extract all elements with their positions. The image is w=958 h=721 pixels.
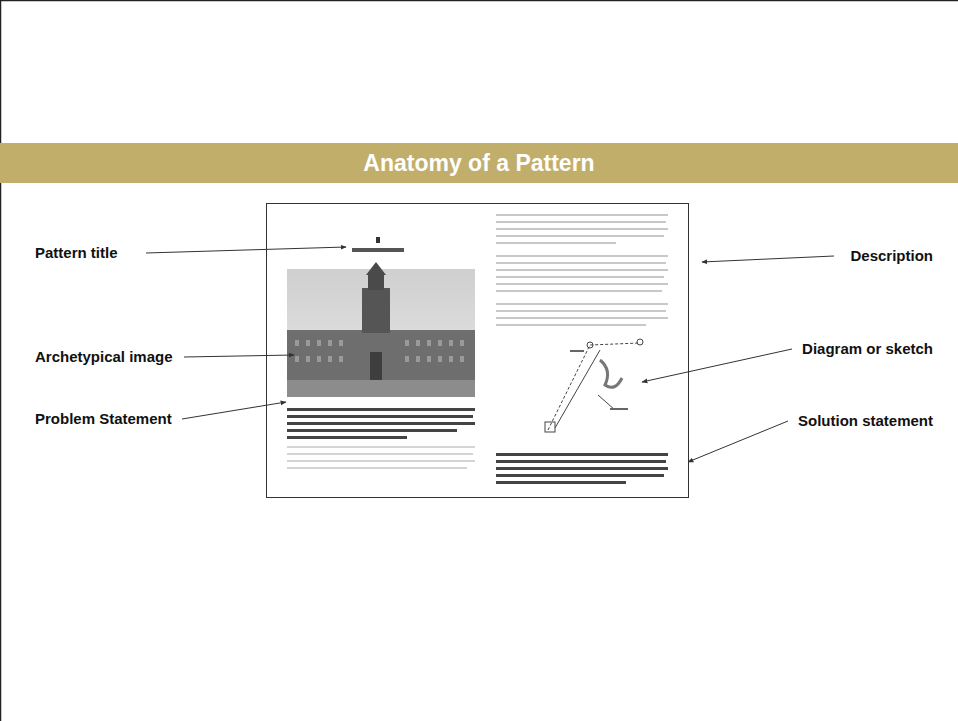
callout-label: Description bbox=[850, 247, 933, 265]
leader-lines bbox=[146, 247, 834, 462]
callout-label: Diagram or sketch bbox=[802, 340, 933, 358]
callout-label: Pattern title bbox=[35, 244, 118, 262]
callout-label: Archetypical image bbox=[35, 348, 173, 366]
page-content bbox=[287, 214, 668, 484]
callout-label: Solution statement bbox=[798, 412, 933, 430]
slide-title: Anatomy of a Pattern bbox=[0, 143, 958, 183]
title-band bbox=[0, 143, 958, 183]
callout-label: Problem Statement bbox=[35, 410, 172, 428]
